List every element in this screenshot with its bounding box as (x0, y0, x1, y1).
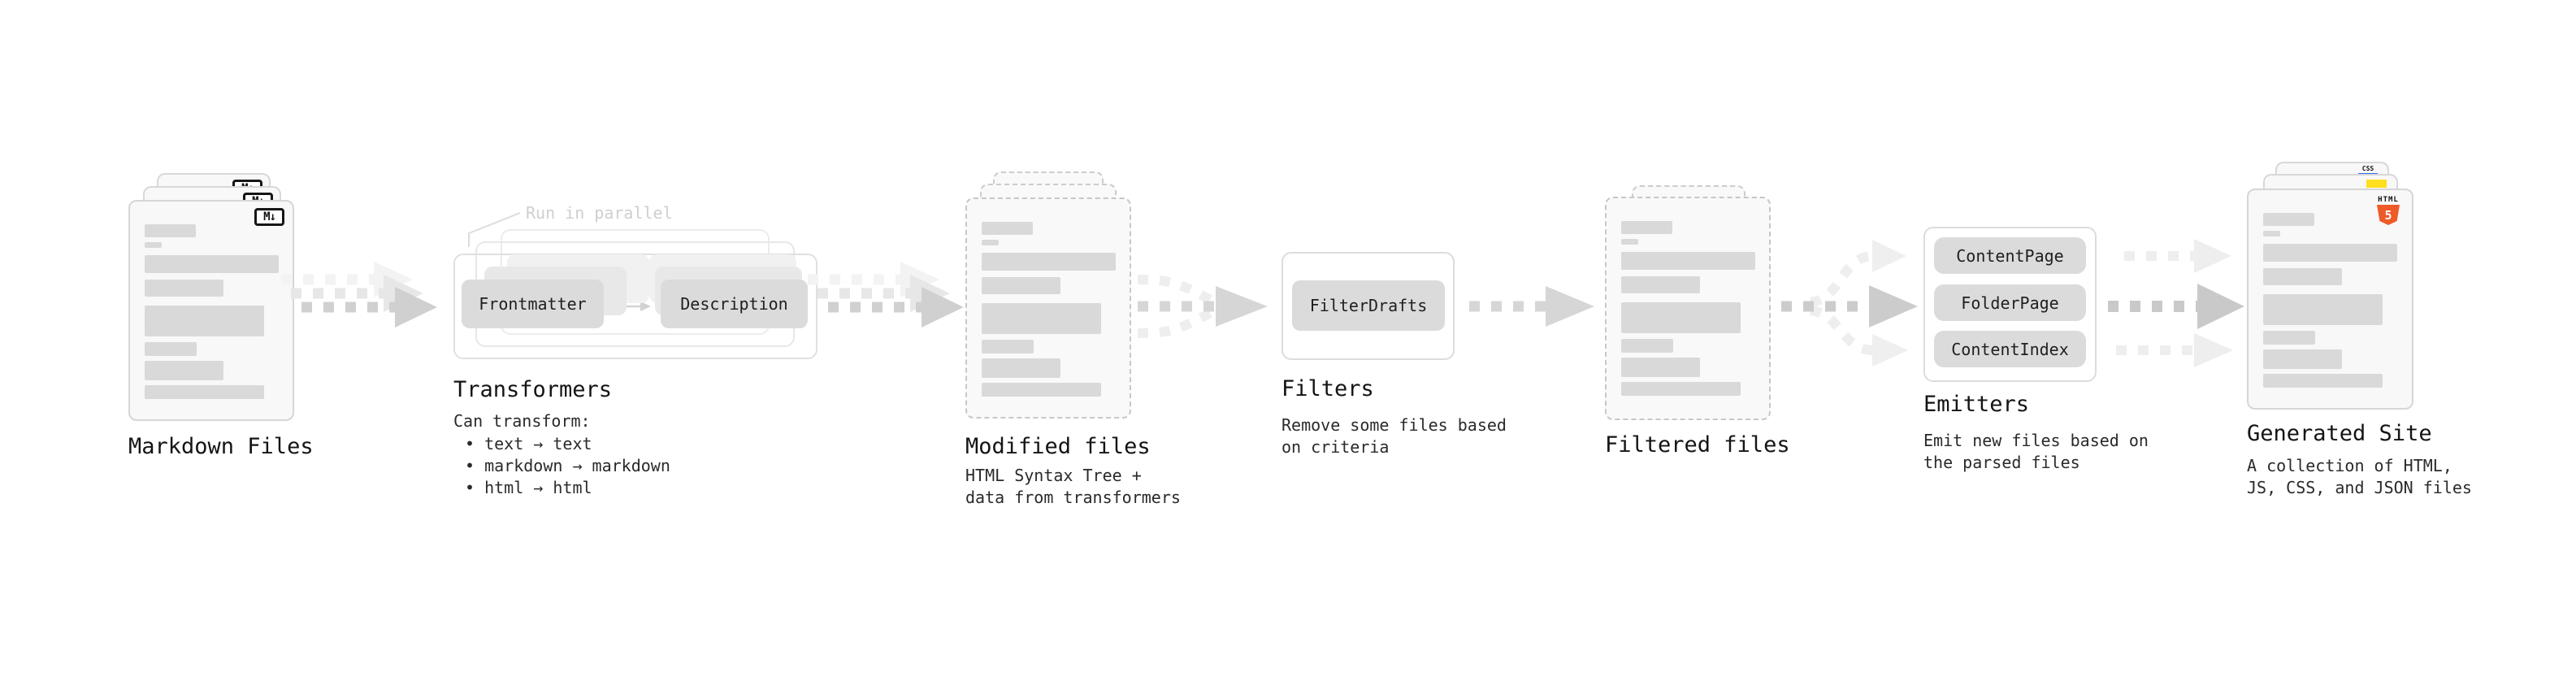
skeleton-text-bar (145, 255, 279, 273)
folderpage-pill: FolderPage (1934, 284, 2086, 321)
stage-label-emitters: Emitters (1923, 392, 2030, 417)
arrow-filtered-to-emitters (1781, 240, 1918, 367)
description-line: A collection of HTML, (2247, 456, 2452, 475)
description-line: JS, CSS, and JSON files (2247, 478, 2472, 497)
skeleton-text-bar (982, 222, 1033, 235)
skeleton-text-bar (982, 277, 1060, 294)
skeleton-text-bar (982, 253, 1116, 271)
html5-icon: HTML 5 (2374, 196, 2402, 225)
contentpage-pill: ContentPage (1934, 237, 2086, 274)
skeleton-text-bar (145, 361, 223, 380)
emitters-description: Emit new files based on the parsed files (1923, 430, 2149, 474)
skeleton-text-bar (1621, 358, 1700, 377)
skeleton-text-bar (2263, 213, 2314, 226)
skeleton-text-bar (2263, 244, 2397, 262)
skeleton-text-bar (982, 340, 1034, 354)
stage-label-markdown-files: Markdown Files (128, 434, 314, 459)
skeleton-text-bar (2263, 294, 2383, 325)
skeleton-text-bar (145, 385, 264, 399)
filters-description: Remove some files based on criteria (1281, 414, 1507, 458)
stage-label-generated-site: Generated Site (2247, 421, 2432, 446)
contentindex-pill: ContentIndex (1934, 331, 2086, 367)
description-pill: Description (661, 280, 808, 328)
filterdrafts-pill: FilterDrafts (1292, 280, 1445, 331)
html5-icon-title: HTML (2378, 196, 2399, 204)
run-in-parallel-annotation: Run in parallel (526, 203, 673, 223)
markdown-icon: M↓ (254, 208, 284, 226)
skeleton-text-bar (982, 383, 1101, 397)
skeleton-text-bar (145, 280, 223, 297)
bullet-item: • html → html (465, 478, 592, 497)
bullet-item: • markdown → markdown (465, 456, 670, 475)
skeleton-text-bar (145, 306, 264, 336)
frontmatter-pill: Frontmatter (462, 280, 604, 328)
skeleton-text-bar (2263, 349, 2342, 369)
skeleton-text-bar (1621, 239, 1638, 245)
description-line: on criteria (1281, 437, 1390, 457)
modified-files-description: HTML Syntax Tree + data from transformer… (965, 465, 1181, 509)
description-line: HTML Syntax Tree + (965, 466, 1142, 485)
skeleton-text-bar (982, 240, 999, 245)
transformers-bullet-list: • text → text • markdown → markdown • ht… (465, 433, 670, 499)
stage-label-filters: Filters (1281, 376, 1374, 401)
skeleton-text-bar (2263, 268, 2342, 285)
description-line: data from transformers (965, 488, 1181, 507)
html5-icon-number: 5 (2384, 207, 2392, 223)
skeleton-text-bar (2263, 231, 2280, 236)
skeleton-text-bar (145, 342, 197, 356)
arrow-emitters-to-generated (2108, 239, 2244, 367)
generated-site-description: A collection of HTML, JS, CSS, and JSON … (2247, 455, 2472, 499)
html5-icon-shield: 5 (2377, 205, 2400, 225)
stage-label-transformers: Transformers (453, 377, 613, 402)
skeleton-text-bar (1621, 252, 1755, 270)
js-file-icon (2366, 180, 2387, 188)
stage-label-modified-files: Modified files (965, 434, 1151, 459)
skeleton-text-bar (1621, 382, 1741, 396)
skeleton-text-bar (145, 224, 196, 237)
stage-label-filtered-files: Filtered files (1605, 432, 1790, 458)
skeleton-text-bar (1621, 221, 1672, 234)
generated-site-card: HTML 5 (2247, 189, 2413, 410)
skeleton-text-bar (982, 303, 1101, 334)
skeleton-text-bar (1621, 302, 1741, 333)
arrow-filters-to-filtered (1469, 286, 1594, 327)
filtered-file-card (1605, 197, 1771, 420)
arrow-transformers-to-modified (808, 262, 964, 327)
markdown-file-card: M↓ (128, 200, 294, 421)
bullet-item: • text → text (465, 434, 592, 453)
description-line: Emit new files based on (1923, 431, 2149, 450)
skeleton-text-bar (2263, 331, 2315, 345)
css-icon-label: CSS (2361, 165, 2374, 172)
description-line: Remove some files based (1281, 415, 1507, 435)
skeleton-text-bar (1621, 276, 1700, 293)
description-line: the parsed files (1923, 453, 2080, 472)
skeleton-text-bar (2263, 374, 2383, 388)
arrow-modified-to-filters (1137, 275, 1268, 338)
modified-file-card (965, 197, 1131, 419)
skeleton-text-bar (1621, 339, 1673, 353)
skeleton-text-bar (145, 242, 162, 248)
skeleton-text-bar (982, 358, 1060, 378)
arrow-markdown-to-transformers (281, 262, 437, 327)
transformers-description-heading: Can transform: (453, 411, 591, 431)
